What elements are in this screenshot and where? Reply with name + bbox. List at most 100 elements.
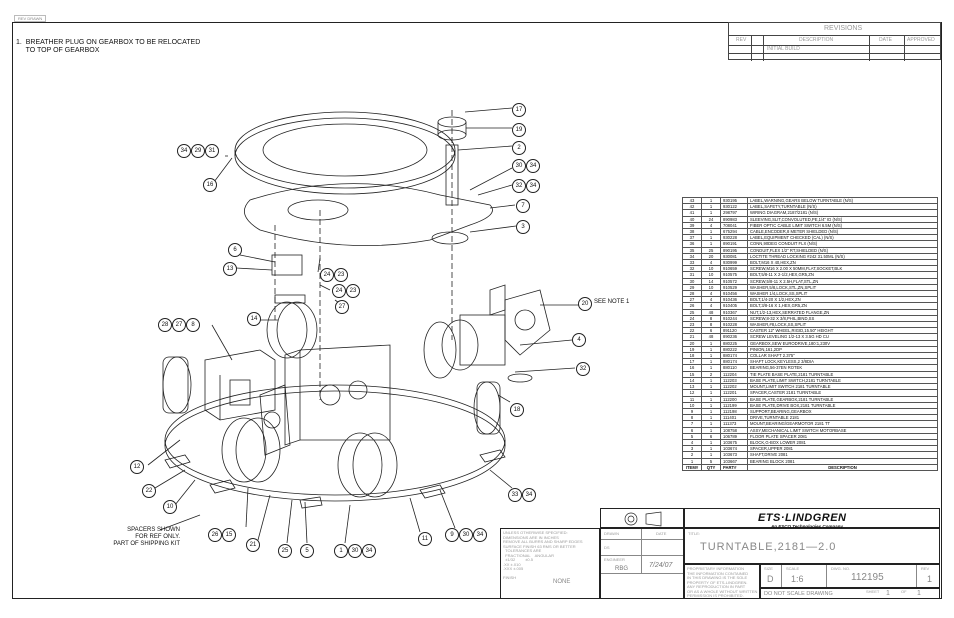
- rev-col-label: REV: [736, 37, 747, 43]
- date-label: DATE: [656, 531, 667, 536]
- date-value: 7/24/07: [649, 562, 673, 569]
- bom-desc-cell: SHAFT LOCK,KEYLESS,2 3/8DIA: [747, 358, 938, 366]
- revision-title: REVISIONS: [824, 25, 863, 32]
- rev-label: REV: [921, 566, 930, 571]
- callout-30c: 30: [459, 528, 473, 542]
- bom-desc-cell: SHAFT,DRIVE 2081: [747, 451, 938, 459]
- drawing-frame: [12, 22, 942, 599]
- bom-desc-cell: BOLT,5/8-11 X 2-1/2,HEX,GR5,ZN: [747, 271, 938, 279]
- bom-desc-cell: LABEL,WARNING,GEARS BELOW TURNTABLE (N/S…: [747, 196, 938, 205]
- callout-8: 8: [186, 318, 200, 332]
- scale-label: SCALE: [786, 566, 800, 571]
- of-label: OF: [901, 589, 907, 594]
- dwg-value: 112195: [851, 572, 884, 583]
- bom-desc-cell: BLOCK,G-BOX LOWER 2081: [747, 438, 938, 447]
- title-label: TITLE:: [688, 531, 701, 536]
- callout-27b: 27: [172, 318, 186, 332]
- bom-desc-cell: LOCTITE THREAD LOCKING #242 31.50ML (N/S…: [747, 252, 938, 261]
- callout-11: 11: [418, 532, 432, 546]
- bom-desc-cell: WASHER,#8,LOCK,SS,SPLIT: [747, 321, 938, 329]
- see-note-label: SEE NOTE 1: [594, 299, 630, 305]
- bom-desc-cell: WASHER 1/4,LOCK,SS,SPLIT: [747, 290, 938, 298]
- callout-18: 18: [510, 403, 524, 417]
- callout-30b: 30: [348, 544, 362, 558]
- callout-34f: 34: [473, 528, 487, 542]
- ds-label: DS: [604, 545, 610, 550]
- bom-desc-cell: SPACER,CASTER 2181 TURNTABLE: [747, 389, 938, 397]
- no-scale-note: DO NOT SCALE DRAWING: [764, 591, 833, 597]
- callout-29: 29: [191, 144, 205, 158]
- callout-34b: 34: [526, 179, 540, 193]
- bom-desc-cell: BEARING BLOCK 2081: [747, 457, 938, 465]
- bom-desc-cell: BASE PLATE,GEARBOX,2181 TURNTABLE: [747, 395, 938, 403]
- callout-9: 9: [445, 528, 459, 542]
- finish-label: FINISH: [503, 575, 517, 580]
- callout-26: 26: [208, 528, 222, 542]
- bom-desc-cell: SCREW,8-32 X 3/8,PHIL,BIND,SS: [747, 314, 938, 323]
- callout-34e: 34: [362, 544, 376, 558]
- approval-block: DRAWN DATE DS ENGINEER RBG 7/24/07: [600, 528, 684, 599]
- symbol-box: [600, 508, 684, 528]
- callout-3: 3: [516, 220, 530, 234]
- callout-19: 19: [512, 123, 526, 137]
- sheet-label: SHEET: [866, 589, 880, 594]
- callout-33: 33: [508, 488, 522, 502]
- callout-25: 25: [278, 544, 292, 558]
- size-label: SIZE: [764, 566, 773, 571]
- date-col-label: DATE: [879, 37, 892, 43]
- callout-1: 1: [334, 544, 348, 558]
- size-value: D: [767, 574, 774, 584]
- callout-5: 5: [300, 544, 314, 558]
- callout-34d: 34: [522, 488, 536, 502]
- bom-desc-cell: BOLT,1/4-20 X 1/2,HEX,ZN: [747, 296, 938, 304]
- proprietary-text: PROPRIETARY INFORMATION THE INFORMATION …: [687, 566, 758, 598]
- general-note: 1. BREATHER PLUG ON GEARBOX TO BE RELOCA…: [16, 39, 201, 54]
- callout-14: 14: [247, 312, 261, 326]
- bom-desc-cell: BOLT,M16 X 40,HEX,ZN: [747, 259, 938, 267]
- rev-drawn-tag: REV DRAWN: [14, 15, 47, 22]
- bom-desc-cell: MOUNT,LIMIT SWITCH 2181 TURNTABLE: [747, 383, 938, 391]
- callout-24: 24: [320, 268, 334, 282]
- sheet-block: DO NOT SCALE DRAWING SHEET 1 OF 1: [760, 588, 940, 599]
- callout-2: 2: [512, 141, 526, 155]
- company-logo: ETS·LINDGREN: [758, 512, 847, 524]
- bom-desc-cell: DRIVE,TURNTABLE 2181: [747, 414, 938, 422]
- sheet-value: 1: [886, 590, 890, 597]
- spacers-note: SPACERS SHOWN FOR REF ONLY. PART OF SHIP…: [113, 527, 180, 547]
- engineer-value: RBG: [615, 566, 629, 572]
- bom-desc-cell: WASHER,5/8,LOCK,STL,ZN,SPLIT: [747, 283, 938, 292]
- callout-23b: 23: [346, 284, 360, 298]
- logo-block: [684, 508, 940, 528]
- scale-value: 1:6: [791, 574, 804, 584]
- callout-16: 16: [203, 178, 217, 192]
- bom-desc-cell: PINION,161,2DP: [747, 345, 938, 354]
- drawing-title: TURNTABLE,2181—2.0: [700, 541, 837, 553]
- approved-col-label: APPROVED: [907, 37, 935, 43]
- bom-desc-cell: TIE PLATE BASE PLATE,2181 TURNTABLE: [747, 370, 938, 378]
- dwg-label: DWG. NO.: [831, 566, 851, 571]
- revision-row-text: INITIAL BUILD: [767, 46, 800, 52]
- callout-21: 21: [246, 538, 260, 552]
